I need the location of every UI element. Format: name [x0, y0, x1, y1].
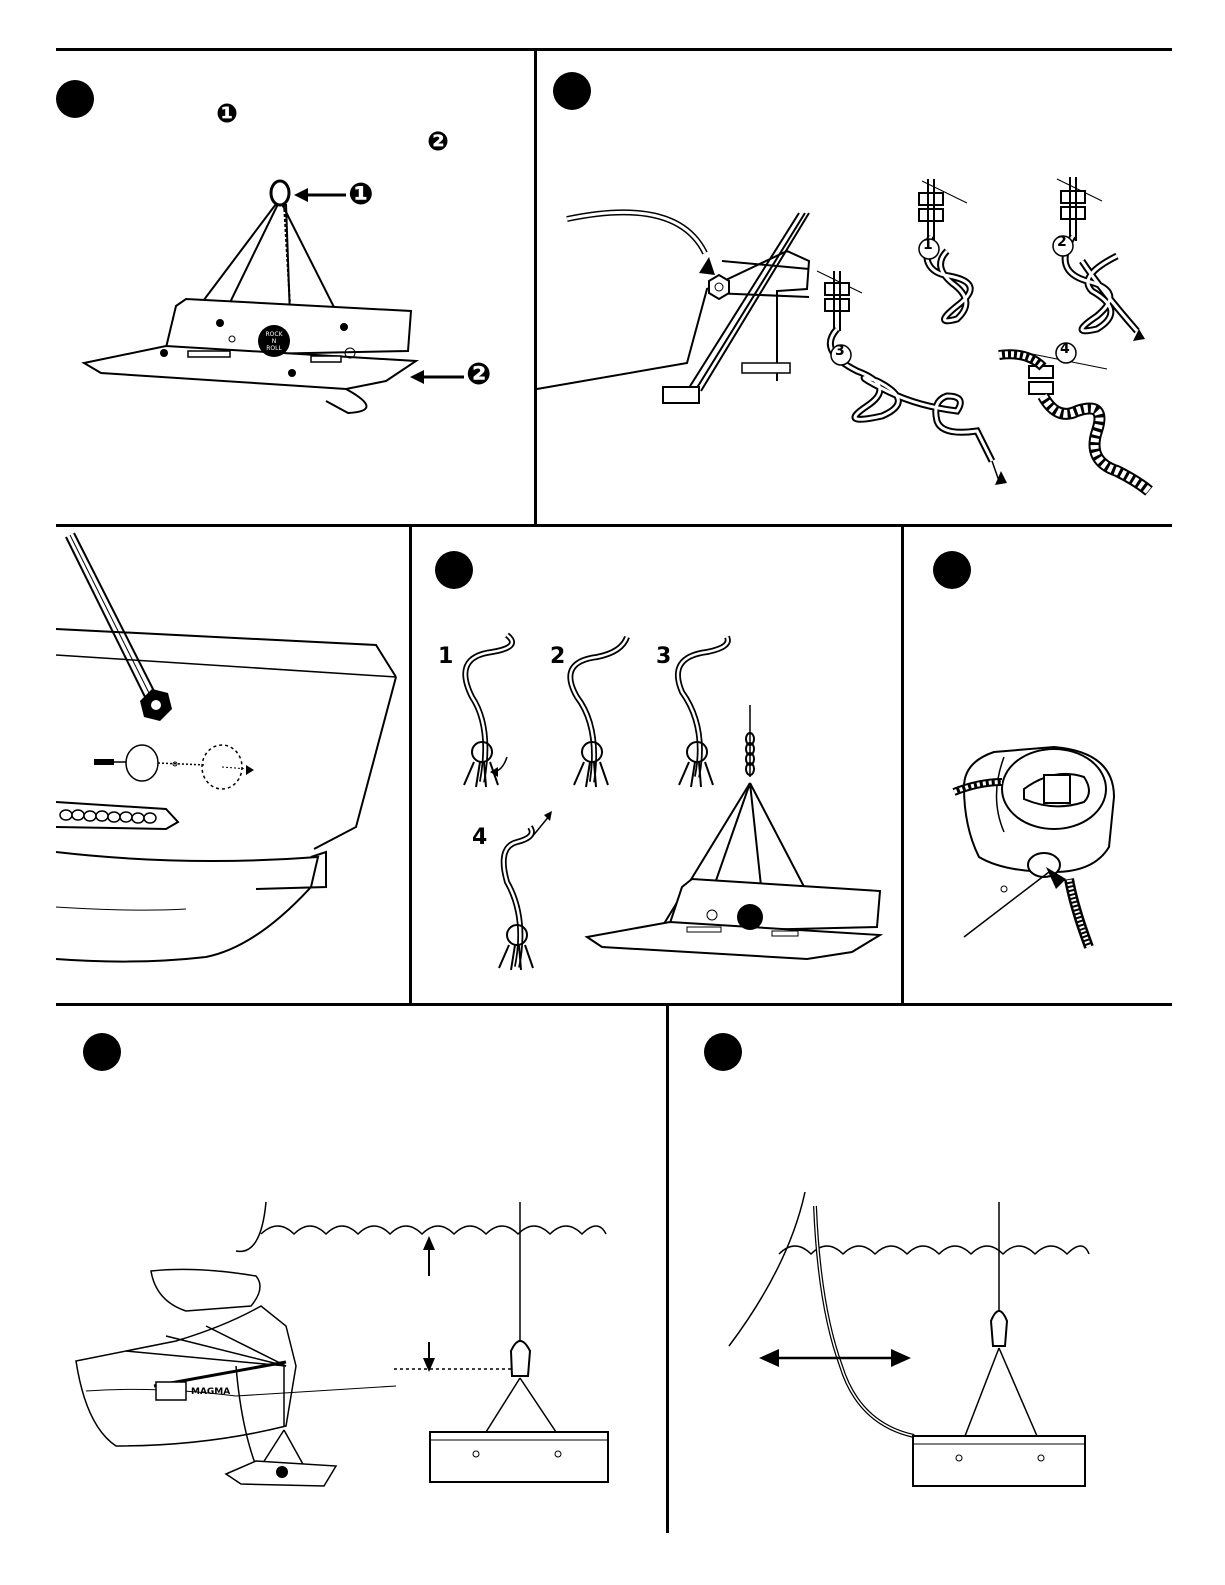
knot-step-3-label: 3: [835, 343, 845, 359]
pulley-illustration: [904, 527, 1172, 1003]
knot-step-4-label: 4: [1060, 341, 1070, 357]
depth-adjustment-illustration: MAGMA: [56, 1006, 666, 1546]
trolling-plate-illustration: ROCK N ROLL: [56, 51, 534, 524]
arrow-2-label: ❷: [466, 357, 491, 392]
knot-figure-eight-illustration: [537, 51, 1172, 524]
panel-2: ① 1 2 3 4: [537, 51, 1172, 524]
panel-5: [904, 527, 1172, 1003]
knot-step-2-label: 2: [1057, 234, 1067, 250]
plate-closeup-illustration: [56, 527, 409, 1003]
panel-6: MAGMA: [56, 1006, 666, 1546]
panel-7: [669, 1006, 1172, 1546]
logo-text: ROCK: [265, 331, 283, 338]
knot-step-1-label: 1: [923, 237, 933, 253]
panel-1: ❶ ❷ ROCK N ROLL: [56, 51, 534, 524]
panel-3: [56, 527, 409, 1003]
svg-text:N: N: [272, 338, 277, 345]
arrow-1-label: ❶: [348, 177, 373, 212]
svg-text:ROLL: ROLL: [266, 345, 282, 352]
offset-distance-illustration: [669, 1006, 1172, 1546]
magma-label: MAGMA: [191, 1387, 230, 1397]
loop-knot-illustration: [412, 527, 901, 1003]
panel-4: 1 2 3 4: [412, 527, 901, 1003]
